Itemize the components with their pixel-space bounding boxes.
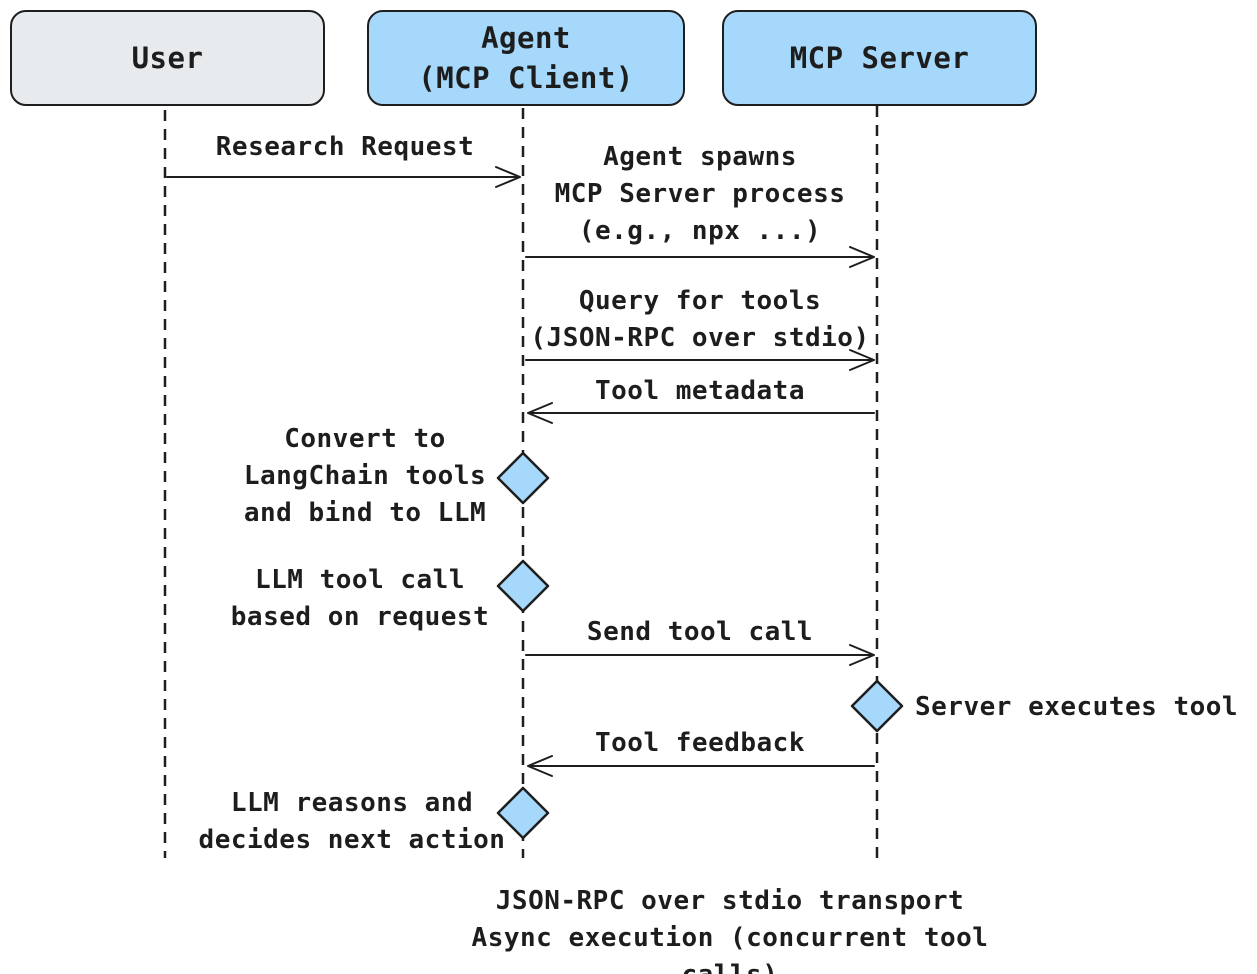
diamond-llm-reasons-icon xyxy=(496,786,550,840)
message-label-send-tool-call: Send tool call xyxy=(586,617,814,647)
arrow-query-for-tools xyxy=(525,349,875,371)
activity-label-convert-langchain: Convert to LangChain tools and bind to L… xyxy=(243,424,487,528)
activity-label-server-executes: Server executes tool xyxy=(915,692,1239,722)
arrow-tool-feedback xyxy=(527,755,875,777)
arrow-agent-spawns-process xyxy=(525,246,875,268)
activity-label-llm-reasons: LLM reasons and decides next action xyxy=(198,788,506,855)
message-label-tool-feedback: Tool feedback xyxy=(595,728,805,758)
activity-label-llm-tool-call: LLM tool call based on request xyxy=(230,565,490,632)
actor-mcp-server: MCP Server xyxy=(722,10,1037,106)
footer-caption: JSON-RPC over stdio transport Async exec… xyxy=(471,886,989,974)
diamond-llm-tool-call-icon xyxy=(496,559,550,613)
message-label-agent-spawns-process: Agent spawns MCP Server process (e.g., n… xyxy=(554,142,846,246)
actor-user: User xyxy=(10,10,325,106)
arrow-tool-metadata xyxy=(527,402,875,424)
message-label-research-request: Research Request xyxy=(215,132,475,162)
diamond-server-executes-icon xyxy=(850,679,904,733)
message-label-tool-metadata: Tool metadata xyxy=(595,376,805,406)
actor-agent-mcp-client: Agent (MCP Client) xyxy=(367,10,685,106)
arrow-send-tool-call xyxy=(525,644,875,666)
diamond-convert-langchain-icon xyxy=(496,451,550,505)
arrow-research-request xyxy=(166,166,521,188)
message-label-query-for-tools: Query for tools (JSON-RPC over stdio) xyxy=(530,286,870,353)
